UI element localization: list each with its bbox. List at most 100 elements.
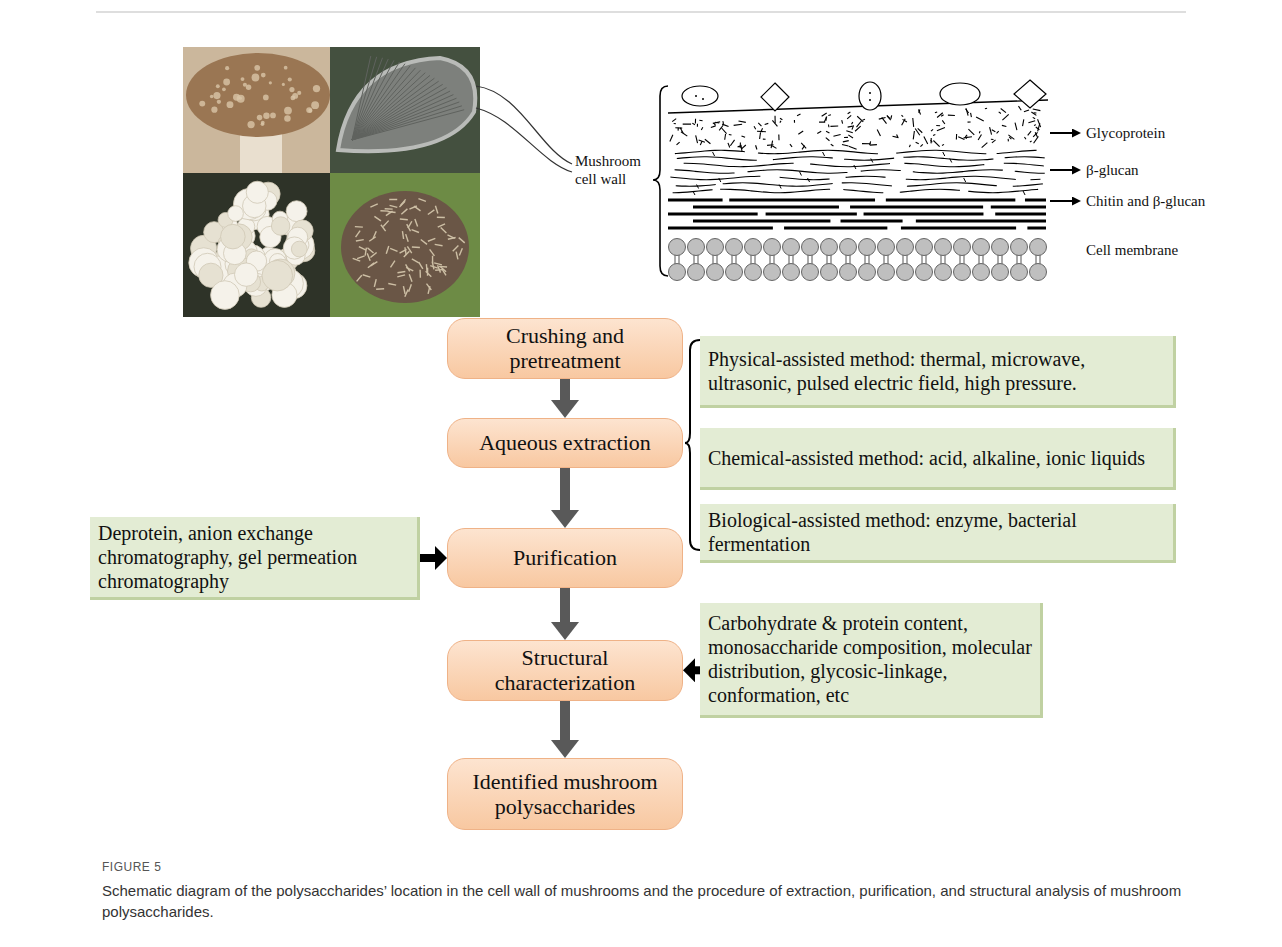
gill-line [352, 106, 462, 140]
surface-diamond [1014, 80, 1046, 108]
glycoprotein-fragment [741, 136, 745, 137]
glycoprotein-fragment [774, 116, 775, 123]
lipid-tail [926, 255, 927, 264]
glycoprotein-fragment [901, 115, 903, 116]
lipid-tail [907, 255, 908, 264]
chitin-strand [841, 220, 903, 223]
surface-dot [702, 98, 704, 100]
gill-line [352, 88, 447, 140]
cauliflower-lobe [286, 201, 307, 222]
glycoprotein-fragment [728, 143, 730, 148]
lipid-tail [789, 255, 790, 264]
cap-crack [391, 261, 395, 268]
glucan-strand [810, 164, 890, 167]
glycoprotein-fragment [780, 121, 781, 123]
glycoprotein-fragment [734, 124, 742, 125]
glycoprotein-fragment [765, 123, 769, 124]
glycoprotein-fragment [990, 127, 992, 134]
glycoprotein-fragment [825, 117, 826, 121]
glycoprotein-fragment [937, 113, 943, 118]
lipid-tail [960, 255, 961, 264]
glycoprotein-fragment [976, 117, 984, 121]
glucan-strand [1013, 184, 1043, 186]
glycoprotein-fragment [761, 128, 763, 132]
chitin-strand [1025, 199, 1046, 202]
gill-line [352, 75, 430, 140]
glycoprotein-fragment [936, 125, 940, 126]
glycoprotein-fragment [831, 144, 834, 146]
glycoprotein-fragment [870, 144, 877, 146]
lipid-head [802, 264, 819, 281]
glycoprotein-fragment [826, 131, 829, 133]
glucan-strand [780, 177, 830, 179]
chitin-strand [729, 199, 875, 202]
glycoprotein-fragment [677, 142, 680, 145]
glycoprotein-fragment [843, 141, 849, 142]
glucan-branch [779, 185, 781, 189]
gill-line [352, 91, 450, 140]
glycoprotein-fragment [979, 131, 981, 133]
cap-crack [376, 288, 384, 290]
glucan-strand [907, 183, 997, 186]
lipid-head [916, 239, 933, 256]
glucan-branch [1023, 191, 1025, 195]
glycoprotein-fragment [772, 146, 776, 149]
cauliflower-lobe [246, 181, 268, 203]
lipid-tail [964, 255, 965, 264]
glucan-strand [844, 158, 894, 160]
surface-diamond [761, 83, 789, 111]
cap-crack [435, 244, 443, 245]
chitin-strand [850, 206, 983, 209]
lipid-tail [774, 255, 775, 264]
glycoprotein-fragment [999, 112, 1001, 114]
cap-crack [385, 208, 393, 210]
lipid-tail [717, 255, 718, 264]
glycoprotein-fragment [916, 142, 919, 144]
glycoprotein-fragment [822, 113, 827, 116]
glycoprotein-fragment [935, 111, 937, 113]
box-text: Physical-assisted method: thermal, micro… [708, 347, 1165, 395]
glucan-strand [846, 176, 886, 177]
cap-speckle [252, 74, 260, 82]
glycoprotein-fragment [1038, 119, 1041, 127]
lipid-head [726, 239, 743, 256]
cap-crack [402, 231, 403, 239]
cap-crack [390, 248, 397, 251]
cauliflower-lobe [291, 241, 307, 257]
glycoprotein-fragment [848, 126, 853, 128]
cap-speckle [243, 83, 247, 87]
glucan-strand [896, 150, 986, 153]
cap-speckle [247, 121, 254, 128]
lipid-tail [751, 255, 752, 264]
method-brace [685, 340, 700, 550]
glycoprotein-fragment [933, 140, 939, 146]
glycoprotein-fragment [1002, 114, 1008, 120]
glucan-strand [1030, 179, 1040, 181]
method-note-box: Biological-assisted method: enzyme, bact… [700, 504, 1176, 563]
lipid-tail [1021, 255, 1022, 264]
flow-arrow [560, 588, 570, 622]
cap-crack [459, 248, 462, 255]
glycoprotein-fragment [828, 114, 831, 116]
glycoprotein-fragment [844, 137, 848, 138]
chitin-strand [916, 220, 1046, 223]
glycoprotein-fragment [997, 131, 999, 133]
glycoprotein-fragment [937, 127, 945, 130]
chitin-strand [864, 213, 984, 216]
part-label: Mushroom cell wall [575, 152, 647, 188]
box-text: Crushing and pretreatment [458, 323, 672, 374]
glycoprotein-fragment [958, 137, 964, 140]
cap-crack [406, 234, 409, 242]
glycoprotein-fragment [1028, 131, 1031, 135]
glucan-strand [747, 170, 847, 173]
glycoprotein-fragment [696, 135, 698, 143]
cap-crack [435, 206, 437, 214]
lipid-tail [998, 255, 999, 264]
cap-crack [428, 238, 435, 241]
lipid-tail [888, 255, 889, 264]
leader-line [476, 108, 572, 172]
glycoprotein-fragment [756, 145, 757, 149]
glycoprotein-fragment [1028, 121, 1035, 123]
cap-crack [356, 240, 364, 241]
cap-crack [434, 263, 442, 265]
